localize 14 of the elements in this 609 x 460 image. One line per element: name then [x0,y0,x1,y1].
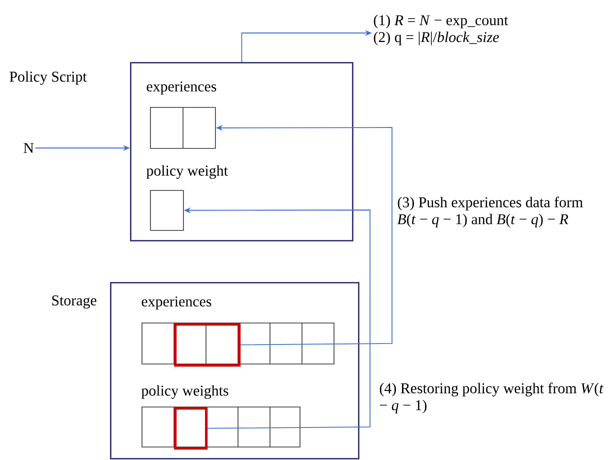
formula-text: (1) R = N − exp_count (2) q = |R|/block_size [374,14,508,46]
input-label: N [24,143,34,153]
box-heading: Policy Script [10,71,87,85]
edge-label: (3) Push experiences data form B(t − q − 1) and B(t − q) − R [396,196,588,228]
selected-cells [174,407,208,450]
section-label: policy weights [141,385,228,399]
buffer-cell [150,107,216,149]
section-label: experiences [146,81,216,95]
buffer-cell [150,190,184,231]
box-heading: Storage [52,295,96,309]
edge-label: (4) Restoring policy weight from W(t − q − 1) [378,382,609,414]
section-label: experiences [142,296,212,310]
section-label: policy weight [146,165,228,179]
selected-cells [174,323,241,367]
